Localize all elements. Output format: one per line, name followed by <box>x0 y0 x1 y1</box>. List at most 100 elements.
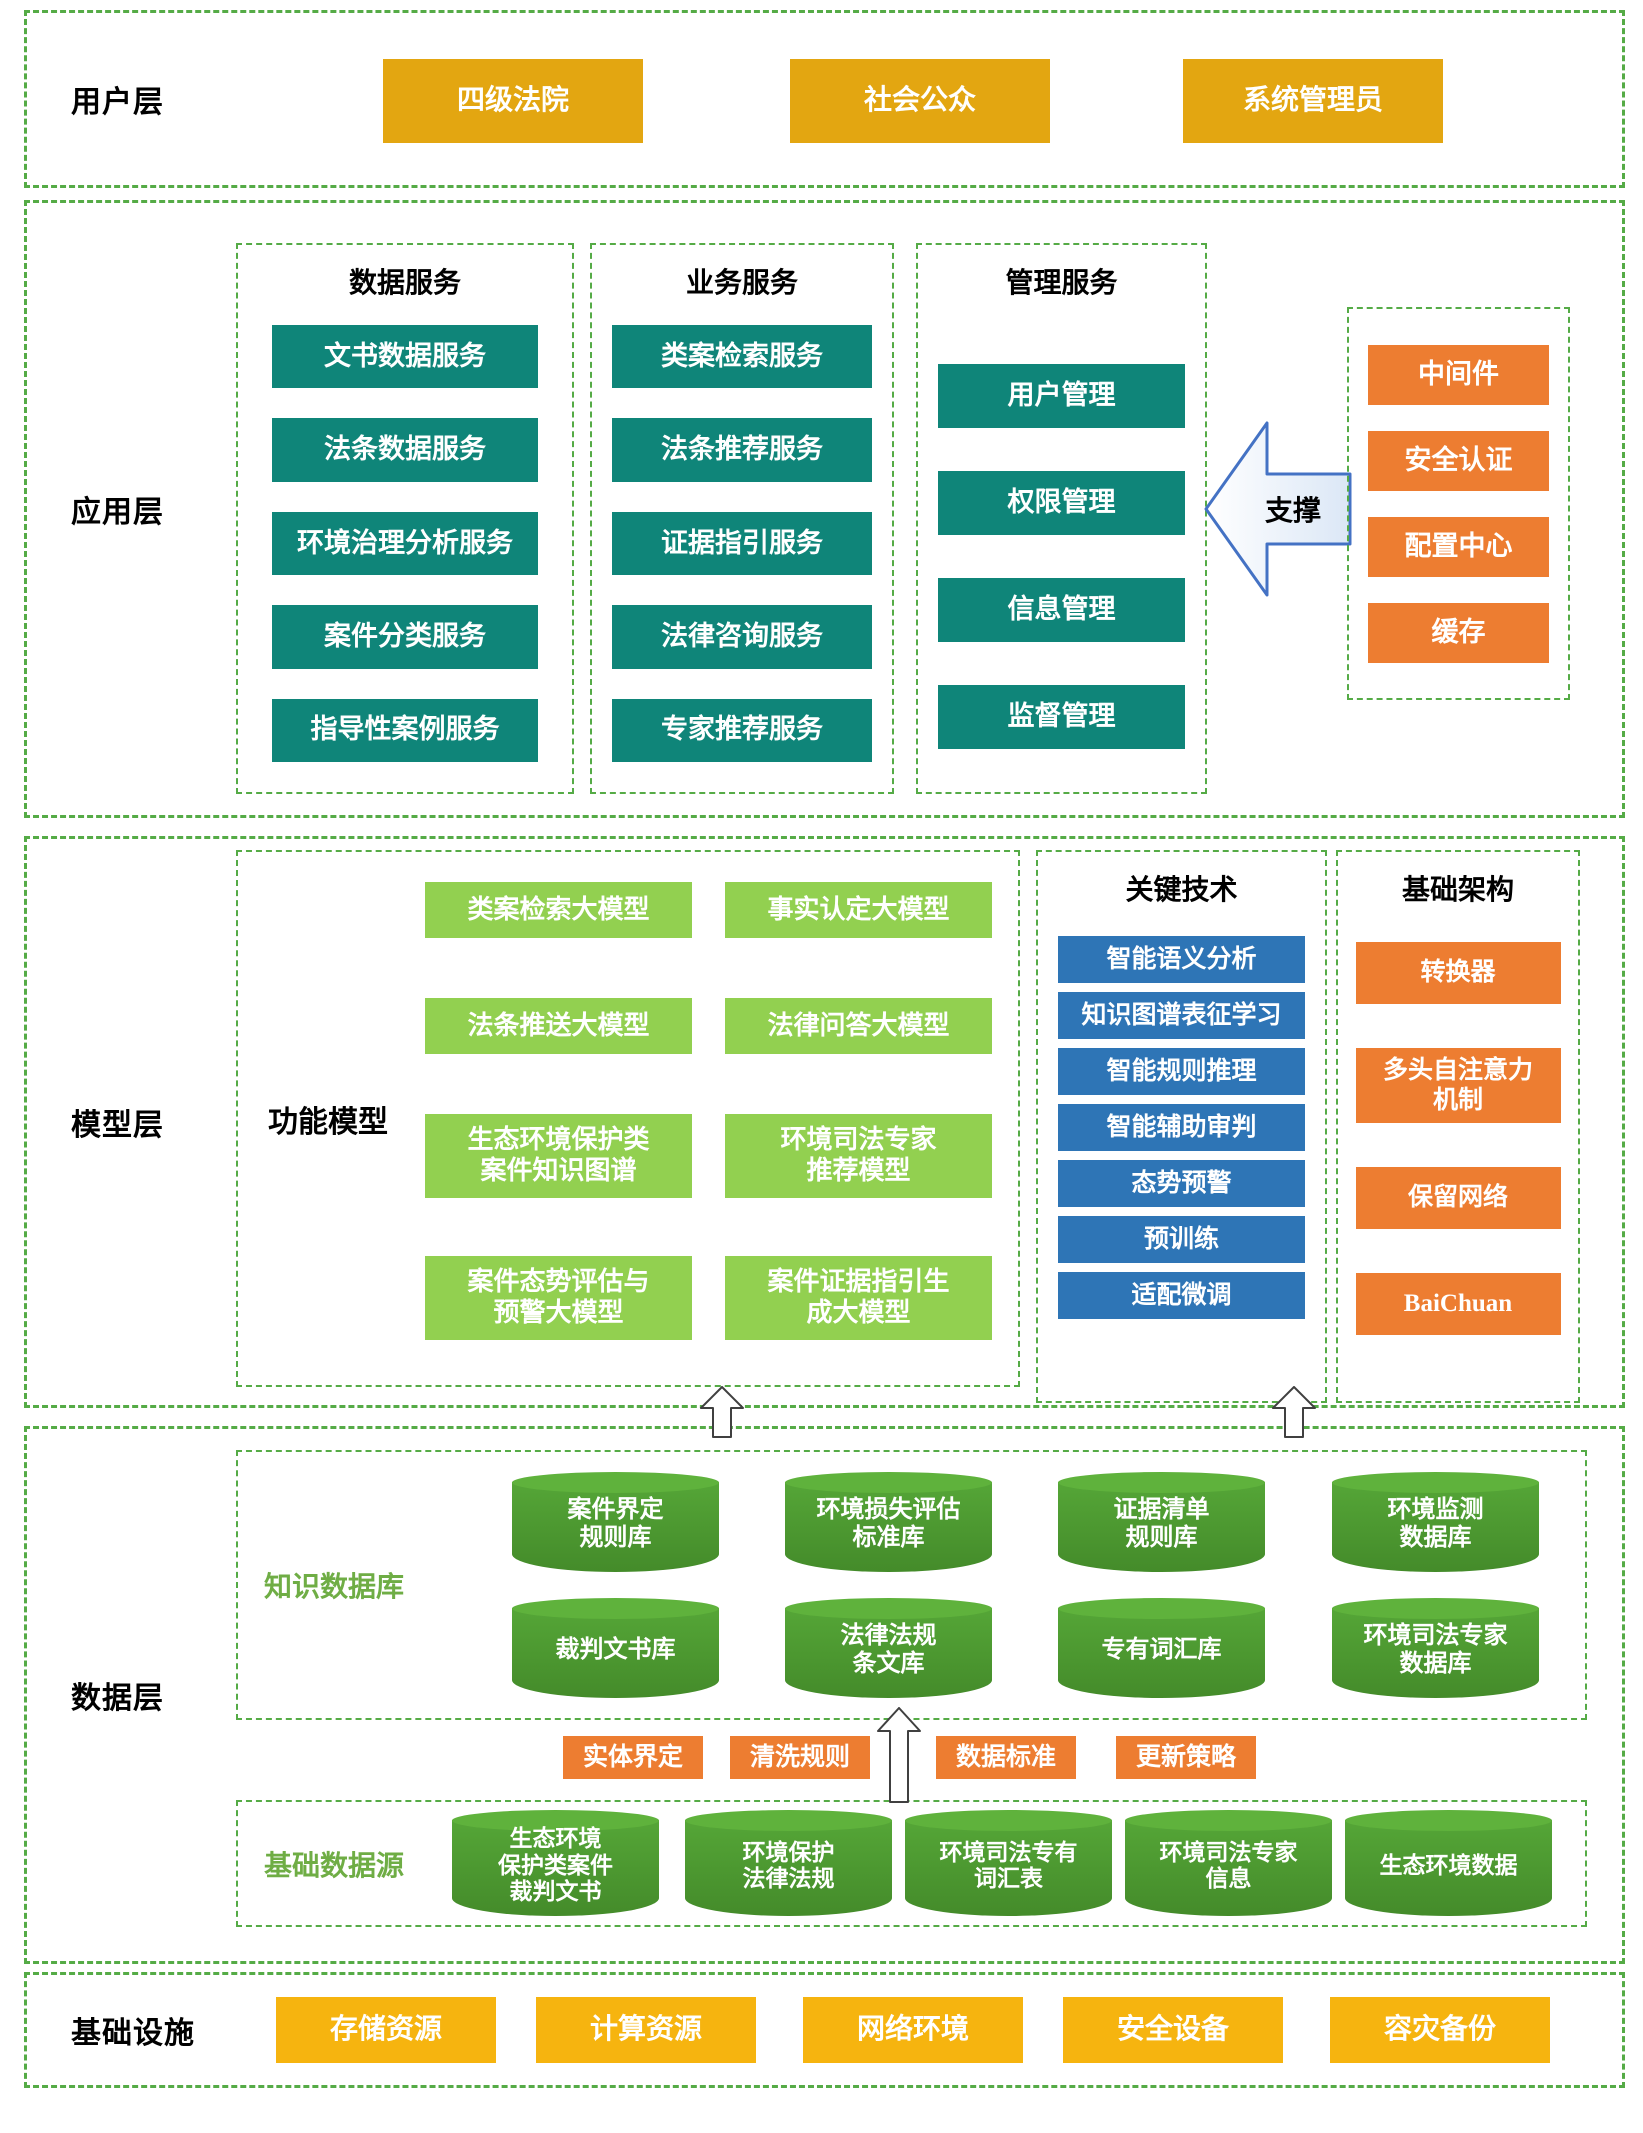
function-models-group: 功能模型 类案检索大模型 事实认定大模型 法条推送大模型 法律问答大模型 生态环… <box>236 850 1020 1387</box>
cylinder-label: 环境司法专家 数据库 <box>1363 1623 1508 1677</box>
architecture-box: BaiChuan <box>1355 1273 1561 1335</box>
user-layer-label: 用户层 <box>71 86 164 119</box>
service-box: 案件分类服务 <box>272 605 538 669</box>
service-box: 类案检索服务 <box>612 325 872 389</box>
database-cylinder: 裁判文书库 <box>512 1598 719 1698</box>
service-box: 专家推荐服务 <box>612 698 872 763</box>
model-layer-label: 模型层 <box>71 1109 164 1142</box>
support-arrow-label: 支撑 <box>1264 496 1321 527</box>
database-cylinder: 环境司法专家 数据库 <box>1332 1598 1539 1698</box>
datasource-cylinder: 生态环境数据 <box>1345 1810 1552 1916</box>
infra-box: 存储资源 <box>276 1997 496 2063</box>
knowledge-databases-group: 知识数据库 案件界定 规则库 环境损失评估 标准库 证据清单 规则库 环境监测 … <box>236 1450 1587 1720</box>
cylinder-label: 环境司法专家 信息 <box>1159 1839 1298 1891</box>
datasource-cylinder: 环境保护 法律法规 <box>685 1810 892 1916</box>
application-layer: 应用层 数据服务 文书数据服务 法条数据服务 环境治理分析服务 案件分类服务 指… <box>24 200 1625 818</box>
function-models-title: 功能模型 <box>268 1105 388 1139</box>
business-services-title: 业务服务 <box>685 268 798 299</box>
process-tag: 数据标准 <box>936 1736 1076 1779</box>
key-technologies-group: 关键技术 智能语义分析 知识图谱表征学习 智能规则推理 智能辅助审判 态势预警 … <box>1036 850 1327 1403</box>
architecture-box: 保留网络 <box>1355 1167 1561 1229</box>
process-tag: 实体界定 <box>563 1736 703 1779</box>
base-data-sources-group: 基础数据源 生态环境 保护类案件 裁判文书 环境保护 法律法规 环境司法专有 词… <box>236 1800 1587 1927</box>
left-arrow-icon <box>1204 421 1352 597</box>
cylinder-label: 证据清单 规则库 <box>1113 1497 1210 1551</box>
user-box-public: 社会公众 <box>790 59 1050 143</box>
datasource-cylinder: 环境司法专有 词汇表 <box>905 1810 1112 1916</box>
model-box: 案件证据指引生 成大模型 <box>725 1256 992 1340</box>
service-box: 法条推荐服务 <box>612 418 872 482</box>
cylinder-label: 法律法规 条文库 <box>840 1623 937 1677</box>
data-layer: 数据层 知识数据库 案件界定 规则库 环境损失评估 标准库 证据清单 规则库 环… <box>24 1426 1625 1964</box>
base-architecture-group: 基础架构 转换器 多头自注意力 机制 保留网络 BaiChuan <box>1336 850 1580 1403</box>
infra-box: 容灾备份 <box>1330 1997 1550 2063</box>
cylinder-label: 环境保护 法律法规 <box>742 1839 835 1891</box>
infra-box: 计算资源 <box>536 1997 756 2063</box>
tech-box: 智能语义分析 <box>1058 936 1305 983</box>
database-cylinder: 专有词汇库 <box>1058 1598 1265 1698</box>
base-data-sources-title: 基础数据源 <box>264 1850 405 1882</box>
database-cylinder: 证据清单 规则库 <box>1058 1472 1265 1572</box>
business-services-group: 业务服务 类案检索服务 法条推荐服务 证据指引服务 法律咨询服务 专家推荐服务 <box>590 243 894 794</box>
tech-box: 智能规则推理 <box>1058 1048 1305 1095</box>
user-box-admin: 系统管理员 <box>1183 59 1443 143</box>
process-tag: 更新策略 <box>1116 1736 1256 1779</box>
database-cylinder: 环境损失评估 标准库 <box>785 1472 992 1572</box>
tech-box: 态势预警 <box>1058 1160 1305 1207</box>
user-layer: 用户层 四级法院 社会公众 系统管理员 <box>24 10 1625 188</box>
support-component-box: 缓存 <box>1368 602 1549 663</box>
architecture-box: 多头自注意力 机制 <box>1355 1048 1561 1123</box>
service-box: 指导性案例服务 <box>272 698 538 763</box>
support-component-box: 配置中心 <box>1368 516 1549 577</box>
model-box: 案件态势评估与 预警大模型 <box>425 1256 692 1340</box>
knowledge-databases-title: 知识数据库 <box>264 1572 405 1603</box>
data-layer-label: 数据层 <box>71 1682 164 1715</box>
model-box: 类案检索大模型 <box>425 882 692 938</box>
up-arrow-icon <box>700 1386 744 1443</box>
model-layer: 模型层 功能模型 类案检索大模型 事实认定大模型 法条推送大模型 法律问答大模型… <box>24 836 1625 1408</box>
infrastructure-layer: 基础设施 存储资源 计算资源 网络环境 安全设备 容灾备份 <box>24 1972 1625 2088</box>
cylinder-label: 案件界定 规则库 <box>567 1497 664 1551</box>
service-box: 法条数据服务 <box>272 418 538 482</box>
tech-box: 预训练 <box>1058 1216 1305 1263</box>
service-box: 法律咨询服务 <box>612 605 872 669</box>
support-component-box: 安全认证 <box>1368 430 1549 491</box>
service-box: 用户管理 <box>938 364 1185 428</box>
architecture-box: 转换器 <box>1355 942 1561 1004</box>
application-layer-label: 应用层 <box>71 496 164 529</box>
datasource-cylinder: 环境司法专家 信息 <box>1125 1810 1332 1916</box>
support-arrow: 支撑 <box>1203 403 1353 615</box>
infra-box: 网络环境 <box>803 1997 1023 2063</box>
infrastructure-layer-label: 基础设施 <box>71 2017 195 2050</box>
cylinder-label: 环境司法专有 词汇表 <box>939 1839 1078 1891</box>
tech-box: 智能辅助审判 <box>1058 1104 1305 1151</box>
up-arrow-icon <box>876 1707 922 1808</box>
support-component-box: 中间件 <box>1368 344 1549 405</box>
model-box: 事实认定大模型 <box>725 882 992 938</box>
model-box: 法律问答大模型 <box>725 998 992 1054</box>
tech-box: 适配微调 <box>1058 1272 1305 1319</box>
management-services-group: 管理服务 用户管理 权限管理 信息管理 监督管理 <box>916 243 1207 794</box>
service-box: 权限管理 <box>938 471 1185 535</box>
service-box: 证据指引服务 <box>612 511 872 576</box>
service-box: 文书数据服务 <box>272 325 538 389</box>
database-cylinder: 案件界定 规则库 <box>512 1472 719 1572</box>
key-technologies-title: 关键技术 <box>1125 875 1238 906</box>
model-box: 生态环境保护类 案件知识图谱 <box>425 1114 692 1198</box>
base-architecture-title: 基础架构 <box>1401 875 1514 906</box>
process-tag: 清洗规则 <box>730 1736 870 1779</box>
database-cylinder: 环境监测 数据库 <box>1332 1472 1539 1572</box>
service-box: 环境治理分析服务 <box>272 511 538 576</box>
middleware-group: 中间件 安全认证 配置中心 缓存 <box>1347 307 1570 700</box>
cylinder-label: 环境监测 数据库 <box>1387 1497 1484 1551</box>
data-services-title: 数据服务 <box>348 268 461 299</box>
cylinder-label: 环境损失评估 标准库 <box>816 1497 961 1551</box>
database-cylinder: 法律法规 条文库 <box>785 1598 992 1698</box>
data-services-group: 数据服务 文书数据服务 法条数据服务 环境治理分析服务 案件分类服务 指导性案例… <box>236 243 574 794</box>
datasource-cylinder: 生态环境 保护类案件 裁判文书 <box>452 1810 659 1916</box>
up-arrow-icon <box>1272 1386 1316 1443</box>
service-box: 信息管理 <box>938 578 1185 642</box>
cylinder-label: 生态环境数据 <box>1379 1852 1518 1878</box>
tech-box: 知识图谱表征学习 <box>1058 992 1305 1039</box>
service-box: 监督管理 <box>938 685 1185 749</box>
